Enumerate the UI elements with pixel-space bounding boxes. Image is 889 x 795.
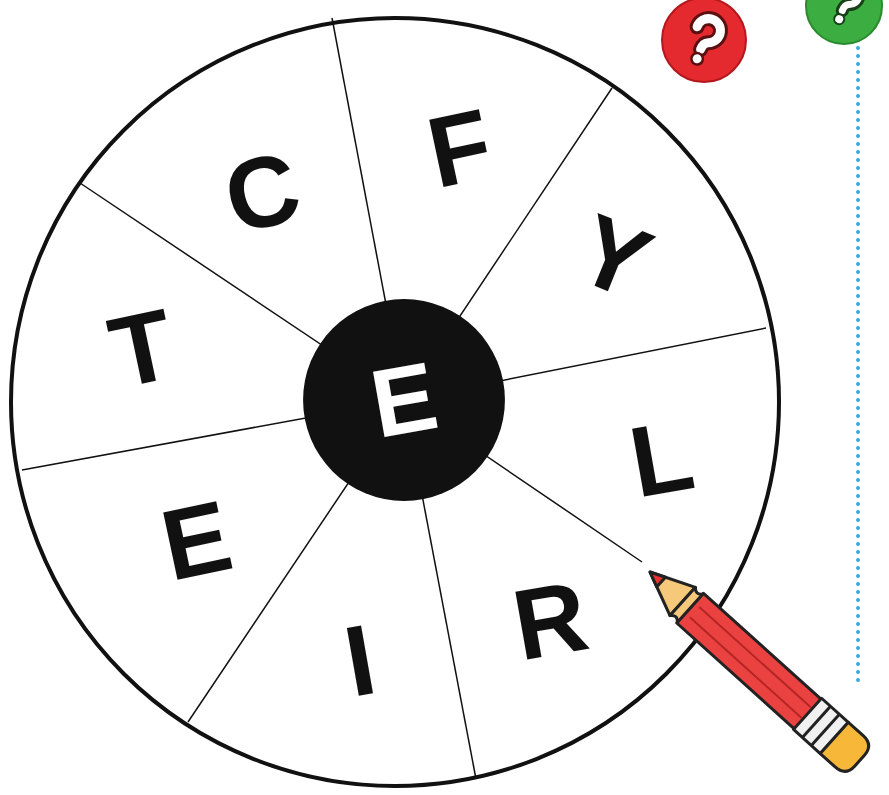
wheel-letter: I [338, 608, 383, 711]
wheel-letter: L [623, 403, 701, 512]
center-letter-circle: E [301, 297, 507, 503]
wheel-letter: F [420, 93, 501, 204]
wheel-segment: F [412, 87, 509, 210]
pencil-illustration [636, 556, 874, 776]
help-badge [662, 0, 746, 82]
wheel-letter: T [102, 293, 183, 404]
word-wheel [11, 18, 779, 786]
wheel-segment: T [94, 287, 191, 410]
wheel-letter: C [215, 135, 309, 250]
wheel-segment: R [498, 558, 602, 681]
wheel-letter: R [506, 564, 594, 675]
help-badge [806, 0, 882, 44]
wheel-segment: E [145, 478, 247, 602]
wheel-segment: L [615, 397, 709, 518]
wheel-segment: C [207, 129, 317, 256]
wheel-letter: Y [564, 197, 663, 315]
wheel-segment: I [330, 602, 391, 717]
wheel-letter: E [153, 484, 239, 596]
wheel-segment: Y [556, 191, 671, 321]
dotted-divider [856, 48, 860, 682]
